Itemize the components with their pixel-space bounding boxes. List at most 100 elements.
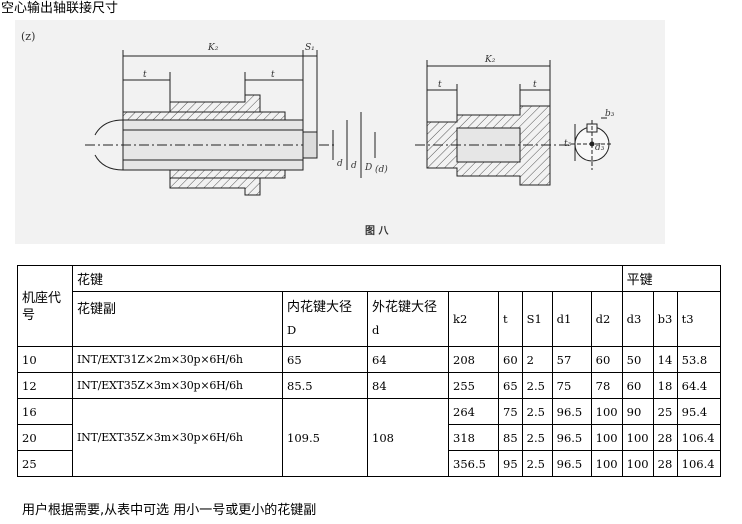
technical-drawing: (z)	[15, 20, 665, 244]
dim-d: d	[337, 159, 343, 169]
cell-k2: 255	[448, 372, 499, 399]
cell-d2: 78	[590, 372, 623, 399]
header-t: t	[498, 291, 523, 347]
cell-seat: 10	[17, 346, 73, 373]
table-row: 12 INT/EXT35Z×3m×30p×6H/6h 85.5 84 255 6…	[17, 372, 721, 399]
dim-t-left: t	[143, 70, 147, 80]
cell-k2: 208	[448, 346, 499, 373]
dim-k2-left: K₂	[207, 43, 219, 53]
cell-d: 64	[367, 346, 449, 373]
dim-t3: t₃	[564, 139, 572, 149]
cell-t: 85	[498, 424, 523, 451]
drawing-background	[15, 20, 665, 244]
table-row: 10 INT/EXT31Z×2m×30p×6H/6h 65 64 208 60 …	[17, 346, 721, 373]
cell-k2: 264	[448, 398, 499, 425]
cell-d1: 96.5	[551, 398, 592, 425]
cell-d2: 100	[590, 424, 623, 451]
cell-k2: 318	[448, 424, 499, 451]
cell-D: 109.5	[282, 398, 368, 477]
header-outer-major-label: 外花键大径	[372, 300, 438, 315]
dim-d3: d₃	[595, 143, 605, 153]
dim-d-paren: (d)	[375, 164, 388, 175]
cell-d: 108	[367, 398, 449, 477]
cell-s1: 2.5	[521, 424, 553, 451]
cell-s1: 2.5	[521, 450, 553, 477]
header-outer-major: 外花键大径 d	[367, 291, 449, 347]
cell-t3: 106.4	[676, 450, 721, 477]
header-d2: d2	[590, 291, 623, 347]
dim-d1: d	[351, 161, 357, 171]
header-spline: 花键	[72, 265, 623, 292]
cell-t: 65	[498, 372, 523, 399]
header-inner-major-sym: D	[287, 323, 297, 337]
cell-seat: 25	[17, 450, 73, 477]
footer-note: 用户根据需要,从表中可选 用小一号或更小的花键副	[22, 503, 317, 518]
cell-s1: 2	[521, 346, 553, 373]
right-shaft	[415, 60, 570, 186]
cell-d1: 57	[551, 346, 592, 373]
cell-d: 84	[367, 372, 449, 399]
cell-seat: 16	[17, 398, 73, 425]
drawing-label: (z)	[21, 30, 35, 43]
page-title: 空心输出轴联接尺寸	[1, 1, 119, 16]
cell-b3: 28	[652, 450, 678, 477]
keyway-section	[571, 117, 613, 170]
dim-b3: b₃	[605, 109, 615, 119]
header-spline-pair: 花键副	[72, 291, 283, 347]
header-outer-major-sym: d	[372, 323, 380, 337]
dim-k2-right: K₂	[484, 55, 496, 65]
header-inner-major: 内花键大径 D	[282, 291, 368, 347]
header-inner-major-label: 内花键大径	[287, 300, 353, 315]
dim-t2-left: t	[438, 80, 442, 90]
header-seat-code: 机座代号	[17, 265, 73, 347]
header-d1: d1	[551, 291, 592, 347]
cell-d3: 90	[621, 398, 654, 425]
cell-d2: 60	[590, 346, 623, 373]
cell-d3: 100	[621, 450, 654, 477]
header-s1: S1	[521, 291, 553, 347]
header-k2: k2	[448, 291, 499, 347]
dim-t2-right: t	[533, 80, 537, 90]
hollow-shaft-drawing: (z)	[15, 20, 665, 244]
cell-s1: 2.5	[521, 398, 553, 425]
cell-D: 65	[282, 346, 368, 373]
cell-seat: 20	[17, 424, 73, 451]
cell-b3: 25	[652, 398, 678, 425]
cell-d3: 100	[621, 424, 654, 451]
spec-table: 机座代号 花键 平键 花键副 内花键大径 D 外花键大径 d k2 t S1 d…	[17, 265, 721, 477]
cell-t3: 64.4	[676, 372, 721, 399]
cell-k2: 356.5	[448, 450, 499, 477]
header-d3: d3	[621, 291, 654, 347]
cell-pair: INT/EXT31Z×2m×30p×6H/6h	[72, 346, 283, 373]
cell-d1: 96.5	[551, 450, 592, 477]
drawing-caption: 图 八	[365, 225, 389, 237]
cell-t3: 106.4	[676, 424, 721, 451]
cell-d2: 100	[590, 450, 623, 477]
cell-b3: 18	[652, 372, 678, 399]
table-row: 20 318 85 2.5 96.5 100 100 28 106.4	[17, 424, 721, 451]
cell-t: 60	[498, 346, 523, 373]
cell-pair: INT/EXT35Z×3m×30p×6H/6h	[72, 372, 283, 399]
cell-d3: 50	[621, 346, 654, 373]
cell-t3: 53.8	[676, 346, 721, 373]
cell-d1: 96.5	[551, 424, 592, 451]
cell-d1: 75	[551, 372, 592, 399]
header-flat-key: 平键	[621, 265, 721, 292]
cell-pair: INT/EXT35Z×3m×30p×6H/6h	[72, 398, 283, 477]
cell-d2: 100	[590, 398, 623, 425]
dim-t-right: t	[271, 70, 275, 80]
cell-s1: 2.5	[521, 372, 553, 399]
cell-b3: 14	[652, 346, 678, 373]
cell-d3: 60	[621, 372, 654, 399]
table-header-row-1: 机座代号 花键 平键	[17, 265, 721, 347]
table-header-row-2: 花键副 内花键大径 D 外花键大径 d k2 t S1 d1 d2 d3 b3 …	[18, 291, 721, 347]
table-row: 25 356.5 95 2.5 96.5 100 100 28 106.4	[17, 450, 721, 477]
left-assembly	[85, 50, 376, 196]
cell-b3: 28	[652, 424, 678, 451]
table-row: 16 INT/EXT35Z×3m×30p×6H/6h 109.5 108 264…	[17, 398, 721, 477]
dim-s1: S₁	[305, 43, 315, 53]
header-b3: b3	[652, 291, 678, 347]
cell-t3: 95.4	[676, 398, 721, 425]
cell-D: 85.5	[282, 372, 368, 399]
cell-t: 95	[498, 450, 523, 477]
